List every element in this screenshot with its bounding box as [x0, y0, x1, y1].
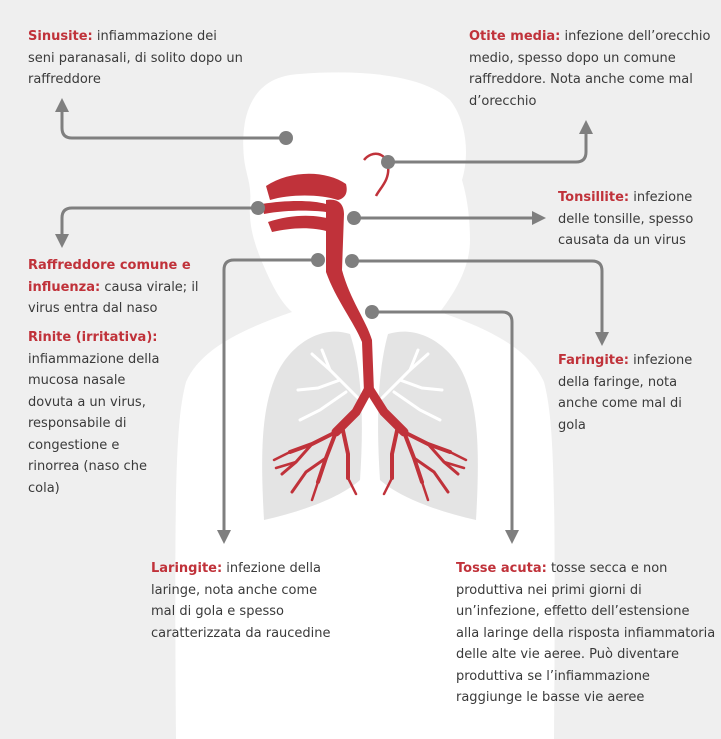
connector-raffreddore [60, 206, 258, 238]
desc-rinite: infiammazione della mucosa nasale dovuta… [28, 351, 160, 496]
connector-sinusite [60, 108, 286, 140]
desc-sinusite: infiammazione dei seni paranasali, di so… [28, 29, 243, 87]
connector-dots [251, 131, 395, 319]
desc-otite: infezione dell’orecchio medio, spesso do… [469, 29, 711, 109]
arrow-up-otite [579, 120, 593, 134]
desc-raffreddore: causa virale; il virus entra dal naso [28, 279, 199, 317]
desc-laringite: infezione della laringe, nota anche come… [151, 561, 331, 641]
term-laringite: Laringite: [151, 561, 223, 576]
term-raffreddore: Raffreddore comune e influenza: [28, 258, 191, 295]
desc-tonsillite: infezione delle tonsille, spesso causata… [558, 190, 694, 248]
label-laringite: Laringite: infezione della laringe, nota… [151, 558, 341, 644]
arrow-right-tonsillite [532, 211, 546, 225]
label-tosse: Tosse acuta: tosse secca e non produttiv… [456, 558, 716, 709]
label-rinite: Rinite (irritativa): infiammazione della… [28, 327, 168, 499]
bronchi-red [272, 385, 468, 502]
label-sinusite: Sinusite: infiammazione dei seni paranas… [28, 26, 243, 91]
arrow-down-laringite [217, 530, 231, 544]
term-faringite: Faringite: [558, 353, 630, 368]
desc-faringite: infezione della faringe, nota anche come… [558, 353, 693, 433]
arrow-up-sinusite [55, 98, 69, 112]
term-otite: Otite media: [469, 29, 561, 44]
desc-tosse: tosse secca e non produttiva nei primi g… [456, 561, 716, 705]
term-tonsillite: Tonsillite: [558, 190, 630, 205]
label-faringite: Faringite: infezione della faringe, nota… [558, 350, 708, 436]
bronchi-white [296, 348, 444, 422]
term-tosse: Tosse acuta: [456, 561, 547, 576]
airway [262, 173, 374, 392]
arrow-down-raffreddore [55, 234, 69, 248]
connector-otite [388, 130, 588, 164]
label-otite: Otite media: infezione dell’orecchio med… [469, 26, 714, 112]
label-tonsillite: Tonsillite: infezione delle tonsille, sp… [558, 187, 713, 252]
label-raffreddore: Raffreddore comune e influenza: causa vi… [28, 255, 208, 320]
arrow-down-faringite [595, 332, 609, 346]
connector-tosse [372, 310, 514, 534]
connector-faringite [352, 259, 604, 336]
term-rinite: Rinite (irritativa): [28, 330, 158, 345]
connector-lines [60, 108, 604, 534]
term-sinusite: Sinusite: [28, 29, 93, 44]
arrowheads [55, 98, 609, 544]
arrow-down-tosse [505, 530, 519, 544]
body-silhouette [175, 72, 555, 739]
connector-laringite [222, 258, 318, 534]
